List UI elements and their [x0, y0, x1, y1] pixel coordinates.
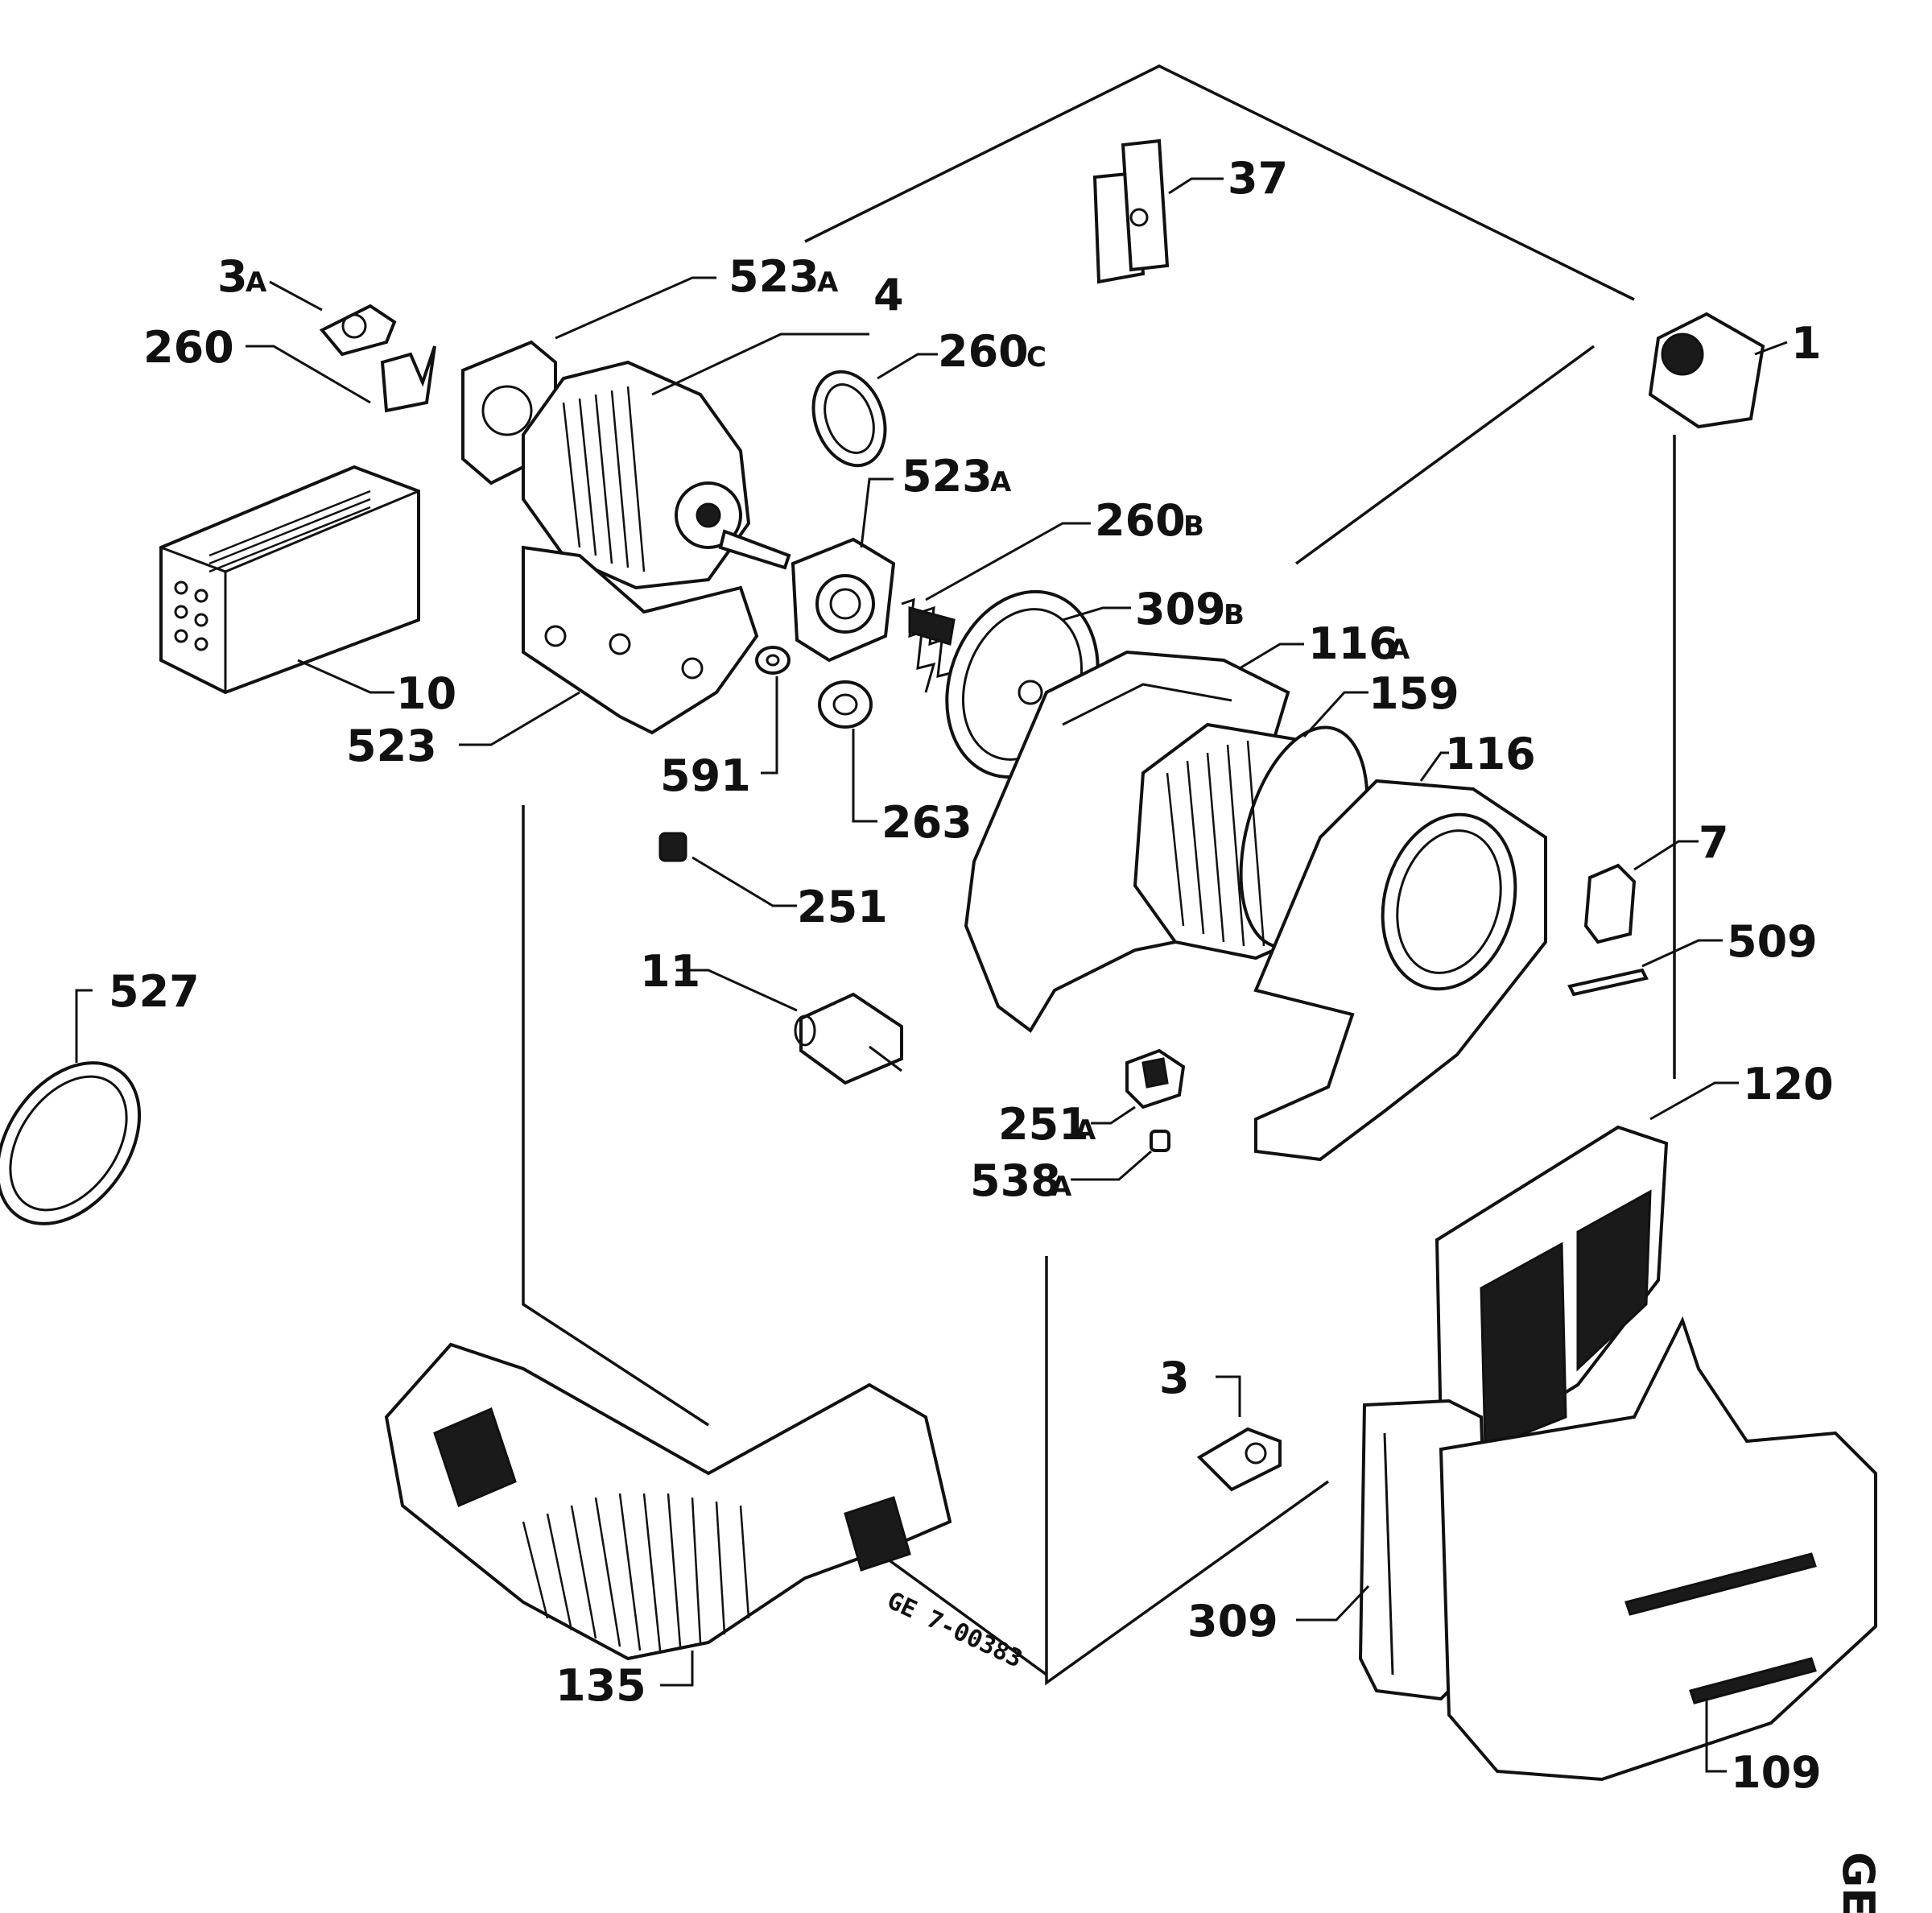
label-251A: 251 [998, 1099, 1089, 1150]
label-309: 309 [1187, 1596, 1278, 1647]
part-3-thermostat [1196, 1375, 1282, 1492]
label-251A-suffix: A [1075, 1114, 1096, 1147]
label-3A-suffix: A [246, 266, 267, 299]
part-538A-sleeve [1071, 1130, 1170, 1181]
part-135-hose [384, 1342, 952, 1687]
label-260B-suffix: B [1183, 510, 1204, 543]
part-260-bracket [246, 345, 436, 413]
label-309B-suffix: B [1224, 599, 1245, 631]
part-120-filter [1435, 1081, 1739, 1452]
part-591-washer [755, 646, 791, 775]
label-3A: 3 [217, 251, 248, 302]
corner-mark: GE [1833, 1852, 1884, 1913]
label-523A-mid-suffix: A [990, 466, 1012, 498]
part-523-motor-bracket [459, 545, 759, 746]
part-251A-block [1091, 1048, 1186, 1125]
part-116-fan-cover [1253, 751, 1547, 1162]
label-523A-top-suffix: A [817, 266, 839, 299]
label-260C-suffix: C [1026, 341, 1046, 374]
label-120: 120 [1743, 1059, 1834, 1109]
label-159: 159 [1368, 668, 1459, 719]
drawing-code: GE 7-00383 [883, 1587, 1026, 1674]
label-523A-top: 523 [729, 251, 819, 302]
label-260B: 260 [1095, 495, 1186, 546]
part-7-sensor [1583, 840, 1699, 944]
part-527-ring [0, 989, 142, 1225]
label-135: 135 [555, 1660, 646, 1711]
label-10: 10 [396, 668, 456, 719]
label-116A-suffix: A [1389, 634, 1410, 666]
label-523A-mid: 523 [902, 451, 993, 502]
part-3A-thermostat [269, 280, 397, 357]
label-109: 109 [1731, 1747, 1822, 1798]
label-37: 37 [1228, 153, 1288, 204]
part-260C-clamp [811, 353, 938, 468]
label-4: 4 [873, 270, 904, 320]
part-37-switch [1092, 138, 1224, 284]
label-116A: 116 [1308, 618, 1399, 669]
part-4-motor [522, 333, 869, 590]
callout-labels: 37 3 A 523 A 4 260 260 C 1 523 A 260 B 3… [109, 153, 1834, 1798]
label-116: 116 [1445, 729, 1536, 779]
label-263: 263 [881, 797, 972, 848]
label-538A: 538 [970, 1155, 1061, 1206]
label-260: 260 [143, 322, 234, 373]
part-10-heater [159, 465, 420, 695]
heater-holes [174, 581, 208, 651]
label-591: 591 [660, 750, 751, 801]
label-527: 527 [109, 966, 200, 1017]
part-11-capacitor [676, 969, 903, 1085]
part-523A-bearing-housing [791, 477, 896, 663]
label-1: 1 [1791, 318, 1822, 369]
part-1-timer [1648, 312, 1788, 429]
part-509-pin [1567, 939, 1723, 997]
label-7: 7 [1699, 817, 1729, 868]
cabinet-frame [522, 64, 1676, 1686]
part-263-pulley [818, 680, 877, 823]
label-11: 11 [640, 946, 700, 997]
label-309B: 309 [1135, 584, 1226, 634]
label-523: 523 [346, 721, 437, 771]
label-538A-suffix: A [1051, 1171, 1072, 1203]
label-3: 3 [1159, 1353, 1190, 1403]
part-109-duct-housing [1439, 1316, 1877, 1782]
label-509: 509 [1727, 916, 1818, 967]
part-260B-spring [901, 522, 1091, 693]
label-260C: 260 [938, 326, 1029, 377]
part-251-nut [658, 832, 797, 907]
label-251: 251 [797, 882, 888, 932]
